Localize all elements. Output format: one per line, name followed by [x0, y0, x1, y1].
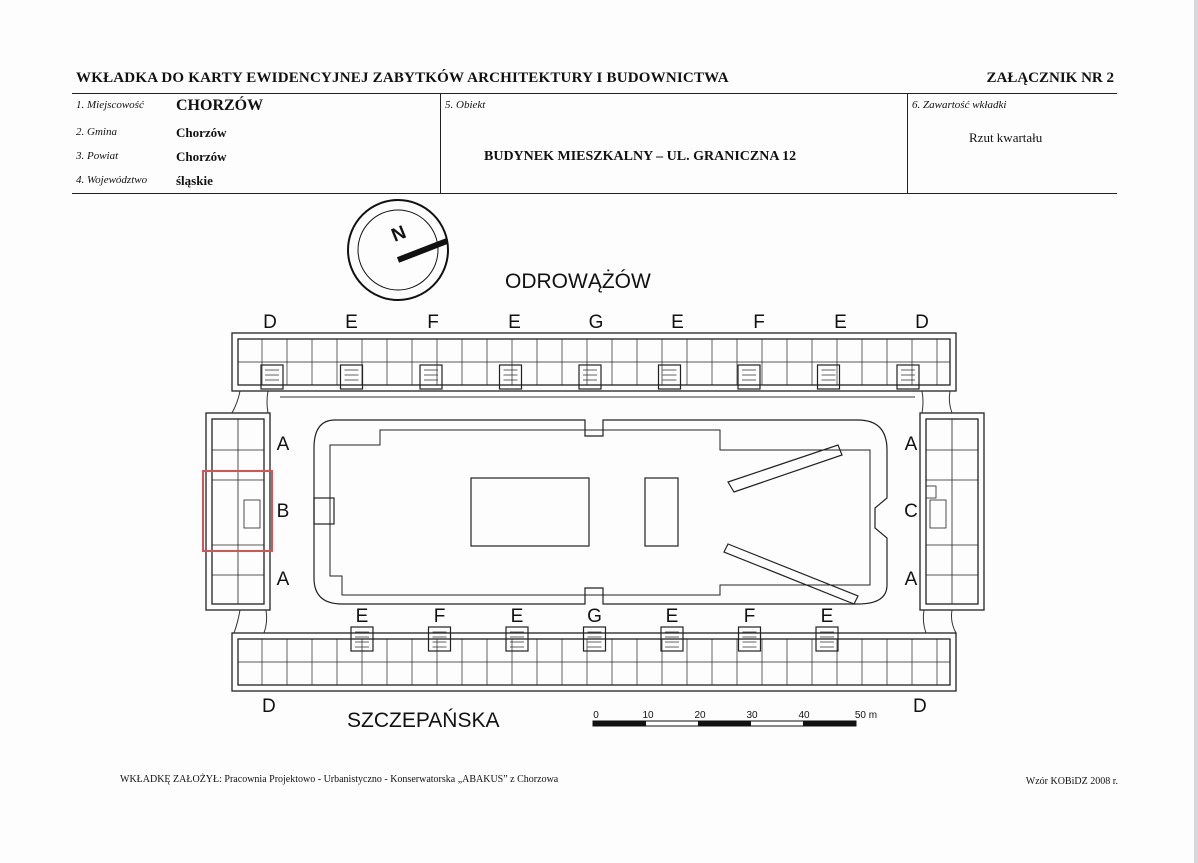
segment-letter-bottom-6: E — [821, 606, 834, 627]
wing-letter-right-0: A — [905, 434, 918, 455]
right-wing-letters: A C A — [904, 434, 918, 590]
sheet-edge — [1194, 0, 1198, 863]
segment-letter-bottom-0: E — [356, 606, 369, 627]
segment-letter-top-1: E — [345, 312, 358, 333]
segment-letter-bottom-3: G — [587, 606, 602, 627]
obiekt-value: BUDYNEK MIESZKALNY – UL. GRANICZNA 12 — [484, 149, 797, 164]
corner-letter-bottom-right: D — [913, 696, 927, 717]
wojewodztwo-label: 4. Województwo — [76, 174, 148, 186]
gmina-label: 2. Gmina — [76, 126, 117, 138]
obiekt-label: 5. Obiekt — [445, 99, 486, 111]
header-rule-bottom — [72, 193, 1117, 194]
left-building — [205, 412, 271, 611]
segment-letter-top-7: E — [834, 312, 847, 333]
highlighted-building-frame — [202, 470, 273, 552]
header-rule-top — [72, 93, 1117, 94]
north-arrow-icon: N — [347, 199, 449, 301]
segment-letter-bottom-5: F — [744, 606, 756, 627]
scale-label-2: 20 — [694, 710, 706, 721]
scale-label-3: 30 — [746, 710, 758, 721]
top-building — [231, 332, 957, 392]
gmina-value: Chorzów — [176, 125, 227, 140]
segment-letter-top-8: D — [915, 312, 929, 333]
zawartosc-label: 6. Zawartość wkładki — [912, 99, 1007, 111]
scale-label-5: 50 m — [855, 710, 877, 721]
right-building — [919, 412, 985, 611]
north-letter: N — [389, 222, 410, 247]
column-divider-1 — [440, 94, 441, 193]
segment-letter-top-5: E — [671, 312, 684, 333]
wing-letter-left-0: A — [277, 434, 290, 455]
wing-letter-right-2: A — [905, 569, 918, 590]
wing-letter-left-2: A — [277, 569, 290, 590]
scale-label-1: 10 — [642, 710, 654, 721]
column-divider-2 — [907, 94, 908, 193]
wing-letter-right-1: C — [904, 501, 918, 522]
segment-letter-top-0: D — [263, 312, 277, 333]
segment-letter-bottom-4: E — [666, 606, 679, 627]
street-bottom-label: SZCZEPAŃSKA — [347, 709, 499, 732]
form-title: WKŁADKA DO KARTY EWIDENCYJNEJ ZABYTKÓW A… — [76, 70, 729, 86]
segment-letter-top-4: G — [589, 312, 604, 333]
corner-letter-bottom-left: D — [262, 696, 276, 717]
segment-letter-top-3: E — [508, 312, 521, 333]
scale-label-4: 40 — [798, 710, 810, 721]
author-note: WKŁADKĘ ZAŁOŻYŁ: Pracownia Projektowo - … — [120, 774, 559, 785]
miejscowosc-value: CHORZÓW — [176, 97, 264, 114]
attachment-number: ZAŁĄCZNIK NR 2 — [986, 70, 1114, 86]
scale-label-0: 0 — [593, 710, 599, 721]
segment-letter-bottom-2: E — [511, 606, 524, 627]
segment-letter-top-6: F — [753, 312, 765, 333]
powiat-label: 3. Powiat — [76, 150, 119, 162]
left-wing-letters: A B A — [277, 434, 290, 590]
courtyard — [313, 419, 888, 605]
scale-bar: 0 10 20 30 40 50 m — [592, 710, 877, 727]
connector-links — [231, 390, 957, 634]
miejscowosc-label: 1. Miejscowość — [76, 99, 144, 111]
wing-letter-left-1: B — [277, 501, 290, 522]
street-top-label: ODROWĄŻÓW — [505, 270, 651, 293]
template-note: Wzór KOBiDZ 2008 r. — [1025, 776, 1118, 787]
segment-letter-top-2: F — [427, 312, 439, 333]
powiat-value: Chorzów — [176, 149, 227, 164]
segment-letter-bottom-1: F — [434, 606, 446, 627]
bottom-building — [231, 626, 957, 692]
wojewodztwo-value: śląskie — [176, 173, 213, 188]
zawartosc-value: Rzut kwartału — [969, 130, 1043, 145]
